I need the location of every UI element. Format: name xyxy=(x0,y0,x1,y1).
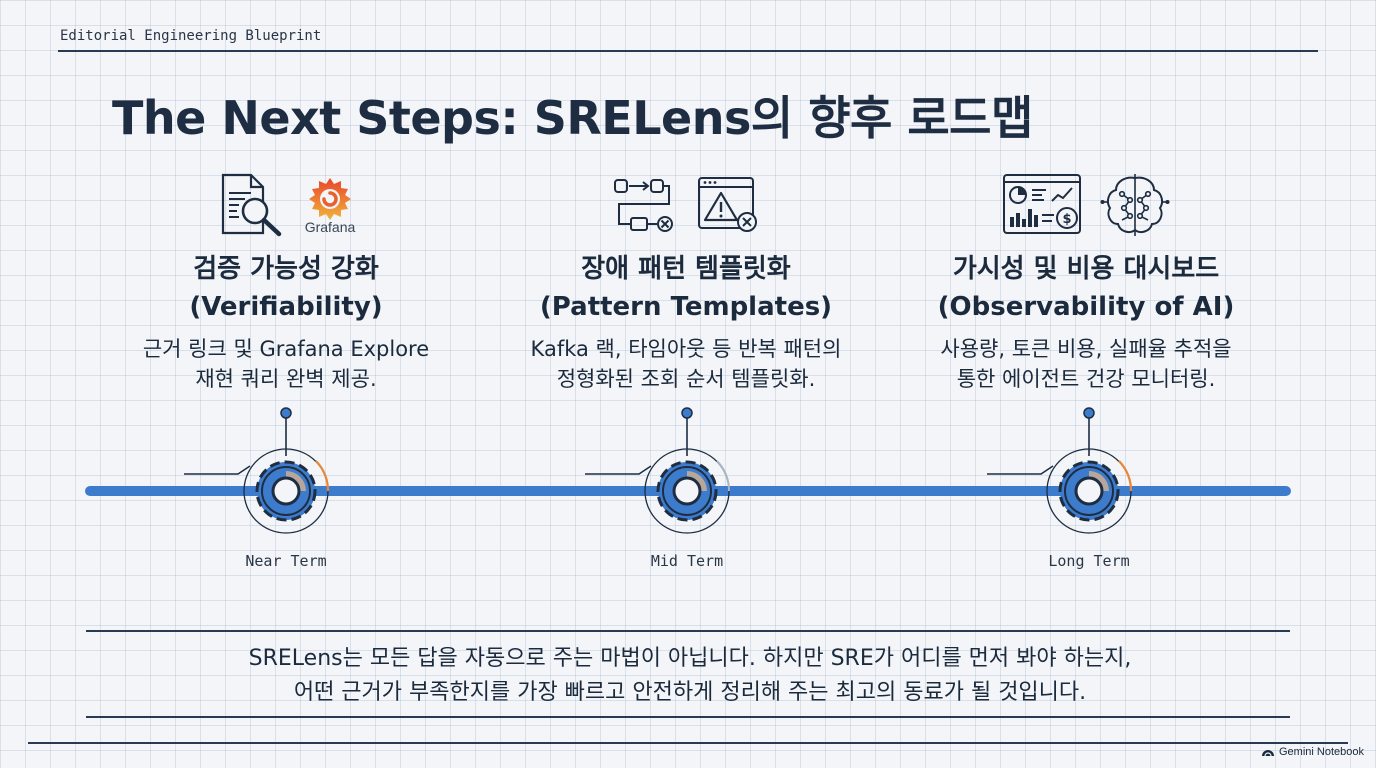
quote-bottom-rule xyxy=(86,716,1290,718)
roadmap-item-pattern-templates: 장애 패턴 템플릿화 (Pattern Templates) Kafka 랙, … xyxy=(496,170,876,394)
warning-window-icon xyxy=(698,177,757,232)
brand-badge: Gemini Notebook xyxy=(1261,746,1364,758)
milestone-long-term xyxy=(987,407,1133,534)
notebook-logo-icon xyxy=(1262,750,1274,757)
title-korean: 검증 가능성 강화 xyxy=(193,254,379,284)
roadmap-item-description: Kafka 랙, 타임아웃 등 반복 패턴의 정형화된 조회 순서 템플릿화. xyxy=(496,334,876,394)
header-label: Editorial Engineering Blueprint xyxy=(60,28,322,44)
icon-row: Grafana xyxy=(96,170,476,240)
roadmap-item-verifiability: Grafana 검증 가능성 강화 (Verifiability) 근거 링크 … xyxy=(96,170,476,394)
phase-label-near-term: Near Term xyxy=(245,552,327,570)
header-rule xyxy=(58,50,1318,52)
gear-icon xyxy=(656,460,718,522)
milestone-near-term xyxy=(184,407,330,534)
accent-arc xyxy=(315,460,330,492)
pin-head xyxy=(681,407,693,419)
roadmap-item-title: 검증 가능성 강화 (Verifiability) xyxy=(96,250,476,326)
roadmap-item-description: 근거 링크 및 Grafana Explore 재현 쿼리 완벽 제공. xyxy=(96,334,476,394)
description-line: 근거 링크 및 Grafana Explore xyxy=(142,337,430,361)
roadmap-item-title: 가시성 및 비용 대시보드 (Observability of AI) xyxy=(896,250,1276,326)
description-line: 통한 에이전트 건강 모니터링. xyxy=(956,367,1216,391)
roadmap-item-observability: $ 가시성 및 비용 대시보드 (Observability of AI) xyxy=(896,170,1276,394)
closing-statement: SRELens는 모든 답을 자동으로 주는 마법이 아닙니다. 하지만 SRE… xyxy=(90,642,1290,710)
connector-line xyxy=(585,465,652,475)
phase-label-long-term: Long Term xyxy=(1048,552,1130,570)
page-title: The Next Steps: SRELens의 향후 로드맵 xyxy=(112,91,1033,145)
grafana-logo-icon xyxy=(309,178,351,220)
svg-text:$: $ xyxy=(1062,212,1071,227)
title-korean: 장애 패턴 템플릿화 xyxy=(581,254,791,284)
title-english: (Verifiability) xyxy=(189,292,383,322)
connector-line xyxy=(987,465,1054,475)
quote-top-rule xyxy=(86,630,1290,632)
document-search-icon xyxy=(221,173,281,237)
closing-statement-line: 어떤 근거가 부족한지를 가장 빠르고 안전하게 정리해 주는 최고의 동료가 … xyxy=(293,680,1087,705)
grafana-logo: Grafana xyxy=(304,175,356,235)
timeline xyxy=(85,407,1291,534)
roadmap-item-description: 사용량, 토큰 비용, 실패율 추적을 통한 에이전트 건강 모니터링. xyxy=(896,334,1276,394)
workflow-icon xyxy=(614,179,673,232)
description-line: 사용량, 토큰 비용, 실패율 추적을 xyxy=(940,337,1232,361)
cost-dashboard-icon: $ xyxy=(1003,174,1081,234)
accent-arc xyxy=(716,460,731,492)
milestone-mid-term xyxy=(585,407,731,534)
title-english: (Observability of AI) xyxy=(937,292,1235,322)
description-line: 재현 쿼리 완벽 제공. xyxy=(195,367,377,391)
roadmap-item-title: 장애 패턴 템플릿화 (Pattern Templates) xyxy=(496,250,876,326)
gear-icon xyxy=(1058,460,1120,522)
ai-brain-icon xyxy=(1100,174,1170,236)
phase-label-mid-term: Mid Term xyxy=(650,552,724,570)
closing-statement-line: SRELens는 모든 답을 자동으로 주는 마법이 아닙니다. 하지만 SRE… xyxy=(248,646,1132,671)
accent-arc xyxy=(1118,460,1133,492)
grafana-logo-text: Grafana xyxy=(304,219,356,235)
gear-icon xyxy=(255,460,317,522)
description-line: Kafka 랙, 타임아웃 등 반복 패턴의 xyxy=(530,337,842,361)
icon-row xyxy=(496,170,876,240)
pin-head xyxy=(1083,407,1095,419)
connector-line xyxy=(184,465,251,475)
icon-row: $ xyxy=(896,170,1276,240)
title-english: (Pattern Templates) xyxy=(539,292,833,322)
description-line: 정형화된 조회 순서 템플릿화. xyxy=(556,367,816,391)
pin-head xyxy=(280,407,292,419)
footer-rule xyxy=(28,742,1348,744)
brand-text: Gemini Notebook xyxy=(1279,746,1364,758)
title-korean: 가시성 및 비용 대시보드 xyxy=(952,254,1220,284)
